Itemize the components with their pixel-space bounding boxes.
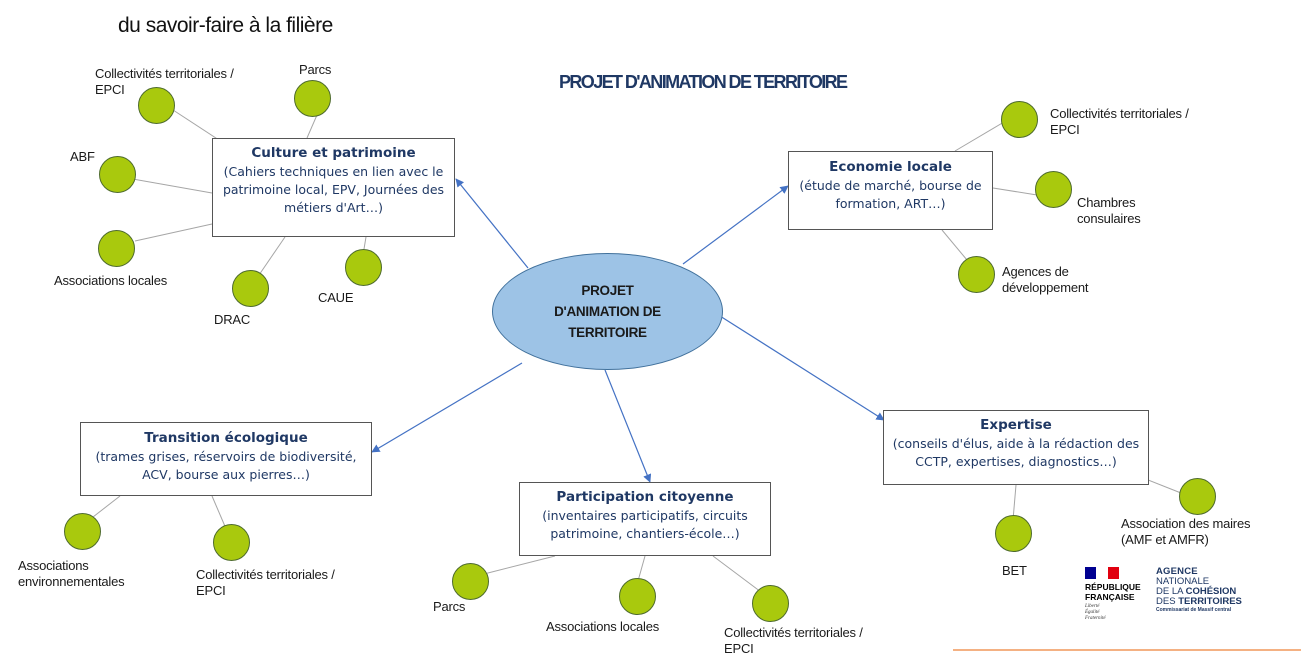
french-flag-icon xyxy=(1085,567,1119,579)
footer-divider xyxy=(953,649,1301,651)
label-trans-associations: Associations environnementales xyxy=(18,558,125,589)
node-eco-collectivites xyxy=(1001,101,1038,138)
box-transition-title: Transition écologique xyxy=(144,430,308,446)
node-culture-abf xyxy=(99,156,136,193)
box-participation-desc: (inventaires participatifs, circuits pat… xyxy=(542,508,748,541)
box-expertise-desc: (conseils d'élus, aide à la rédaction de… xyxy=(892,436,1140,469)
box-expertise-title: Expertise xyxy=(980,417,1052,433)
node-trans-associations xyxy=(64,513,101,550)
anct-logo: RÉPUBLIQUE FRANÇAISE Liberté Égalité Fra… xyxy=(1085,567,1270,633)
label-trans-collectivites: Collectivités territoriales / EPCI xyxy=(196,567,335,598)
box-economie-locale: Economie locale (étude de marché, bourse… xyxy=(788,151,993,230)
agence-text: AGENCE NATIONALE DE LA COHÉSION DES TERR… xyxy=(1156,567,1268,614)
box-participation-title: Participation citoyenne xyxy=(556,489,734,505)
box-culture-patrimoine: Culture et patrimoine (Cahiers technique… xyxy=(212,138,455,237)
agence-line-3: DE LA COHÉSION xyxy=(1156,586,1237,597)
arrow-to-participation xyxy=(604,369,652,483)
label-part-collectivites: Collectivités territoriales / EPCI xyxy=(724,625,863,656)
label-exp-maires: Association des maires (AMF et AMFR) xyxy=(1121,516,1251,547)
agence-line-1: AGENCE xyxy=(1156,566,1198,577)
label-eco-agences: Agences de développement xyxy=(1002,264,1089,295)
page-title: PROJET D'ANIMATION DE TERRITOIRE xyxy=(559,72,848,92)
arrow-to-economie xyxy=(682,185,789,265)
label-culture-collectivites: Collectivités territoriales / EPCI xyxy=(95,66,234,97)
node-exp-maires xyxy=(1179,478,1216,515)
box-transition-ecologique: Transition écologique (trames grises, ré… xyxy=(80,422,372,496)
arrow-to-culture xyxy=(455,178,529,269)
node-connectors xyxy=(92,107,1182,593)
box-economie-title: Economie locale xyxy=(829,159,952,175)
label-part-associations: Associations locales xyxy=(546,619,660,634)
arrow-to-transition xyxy=(371,362,523,453)
node-eco-chambres xyxy=(1035,171,1072,208)
label-culture-associations: Associations locales xyxy=(54,273,168,288)
node-part-associations xyxy=(619,578,656,615)
republique-francaise-text: RÉPUBLIQUE FRANÇAISE xyxy=(1085,582,1141,602)
node-culture-associations xyxy=(98,230,135,267)
devise-text: Liberté Égalité Fraternité xyxy=(1085,604,1106,621)
label-culture-parcs: Parcs xyxy=(299,62,332,77)
box-participation-citoyenne: Participation citoyenne (inventaires par… xyxy=(519,482,771,556)
label-eco-chambres: Chambres consulaires xyxy=(1077,195,1141,226)
node-eco-agences xyxy=(958,256,995,293)
node-exp-bet xyxy=(995,515,1032,552)
box-culture-desc: (Cahiers techniques en lien avec le patr… xyxy=(222,164,445,215)
node-culture-caue xyxy=(345,249,382,286)
label-culture-drac: DRAC xyxy=(214,312,251,327)
agence-line-4: DES TERRITOIRES xyxy=(1156,596,1242,607)
node-part-parcs xyxy=(452,563,489,600)
node-part-collectivites xyxy=(752,585,789,622)
node-trans-collectivites xyxy=(213,524,250,561)
hub-project: PROJET D'ANIMATION DE TERRITOIRE xyxy=(492,253,723,370)
label-culture-abf: ABF xyxy=(70,149,95,164)
hub-label: PROJET D'ANIMATION DE TERRITOIRE xyxy=(554,283,661,340)
node-culture-drac xyxy=(232,270,269,307)
label-culture-caue: CAUE xyxy=(318,290,354,305)
node-culture-collectivites xyxy=(138,87,175,124)
label-exp-bet: BET xyxy=(1002,563,1027,578)
box-transition-desc: (trames grises, réservoirs de biodiversi… xyxy=(95,449,357,482)
subtitle: du savoir-faire à la filière xyxy=(118,14,333,37)
agence-subline: Commissariat de Massif central xyxy=(1156,607,1232,613)
node-culture-parcs xyxy=(294,80,331,117)
agence-line-2: NATIONALE xyxy=(1156,576,1210,587)
box-expertise: Expertise (conseils d'élus, aide à la ré… xyxy=(883,410,1149,485)
hub-arrows xyxy=(371,178,885,483)
label-eco-collectivites: Collectivités territoriales / EPCI xyxy=(1050,106,1189,137)
label-part-parcs: Parcs xyxy=(433,599,466,614)
arrow-to-expertise xyxy=(719,315,885,421)
box-culture-title: Culture et patrimoine xyxy=(251,145,416,161)
box-economie-desc: (étude de marché, bourse de formation, A… xyxy=(799,178,982,211)
